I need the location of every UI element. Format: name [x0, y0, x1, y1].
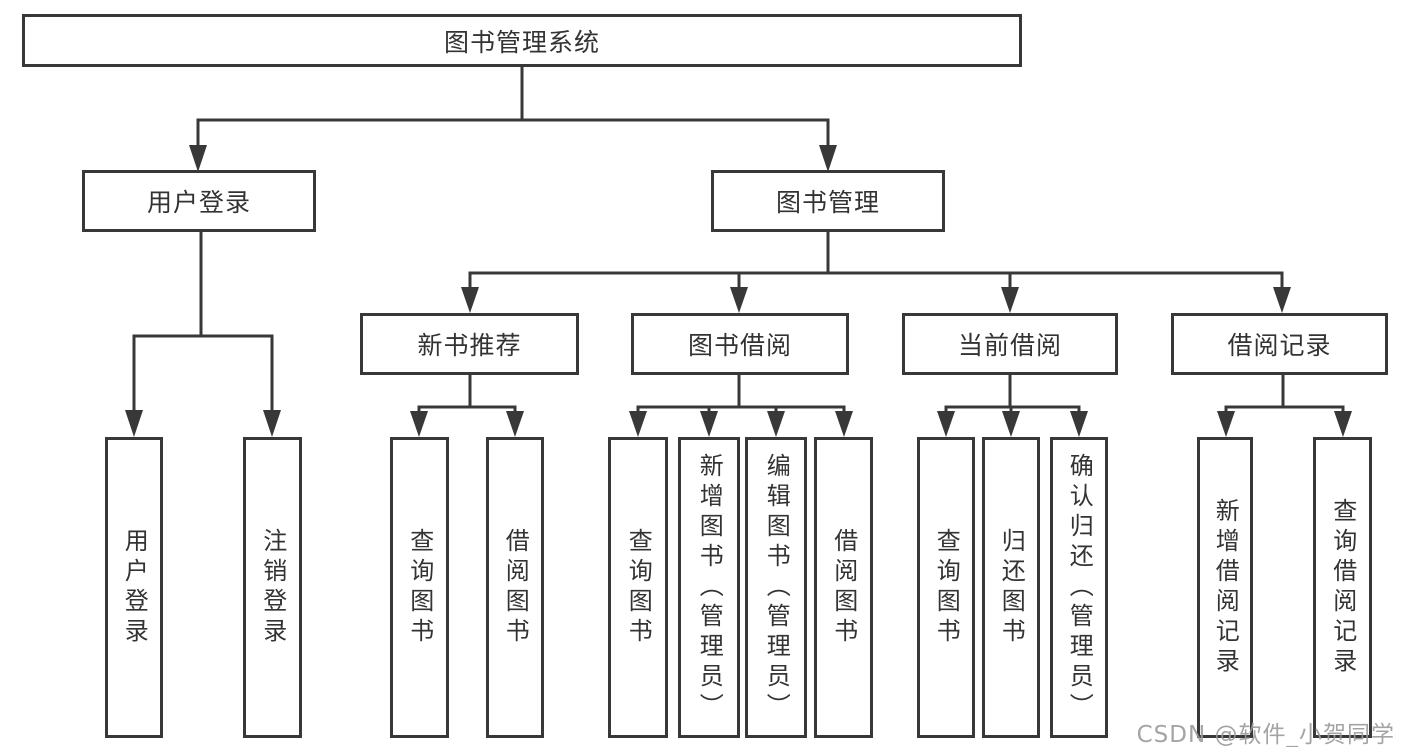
node-label: 查询图书: [405, 527, 434, 648]
node-label: 新增图书（管理员）: [695, 452, 724, 723]
leaf-query-borrow-record: 查询借阅记录: [1313, 437, 1372, 738]
leaf-borrow-query-books: 查询图书: [608, 437, 668, 738]
node-label: 确认归还（管理员）: [1065, 452, 1094, 723]
leaf-borrow-books: 借阅图书: [814, 437, 873, 738]
leaf-add-books-admin: 新增图书（管理员）: [678, 437, 740, 738]
node-label: 查询图书: [624, 527, 653, 648]
node-label: 借阅图书: [829, 527, 858, 648]
node-new-book-recommend: 新书推荐: [360, 313, 579, 375]
node-library-management-system: 图书管理系统: [22, 14, 1022, 67]
node-label: 查询图书: [932, 527, 961, 648]
node-label: 查询借阅记录: [1328, 497, 1357, 678]
node-label: 图书管理: [775, 188, 880, 217]
leaf-return-books: 归还图书: [982, 437, 1040, 738]
node-label: 注销登录: [258, 527, 287, 648]
csdn-watermark: CSDN @软件_小贺同学: [1136, 722, 1395, 747]
node-book-borrow: 图书借阅: [631, 313, 849, 375]
node-label: 当前借阅: [957, 331, 1062, 360]
leaf-add-borrow-record: 新增借阅记录: [1197, 437, 1253, 738]
node-label: 用户登录: [120, 527, 149, 648]
leaf-current-query-books: 查询图书: [917, 437, 975, 738]
node-label: 编辑图书（管理员）: [762, 452, 791, 723]
node-book-management: 图书管理: [711, 170, 945, 232]
leaf-recommend-borrow-books: 借阅图书: [486, 437, 544, 738]
node-user-login: 用户登录: [82, 170, 316, 232]
node-label: 图书管理系统: [443, 27, 600, 57]
node-label: 借阅记录: [1227, 331, 1332, 360]
node-label: 新书推荐: [417, 331, 522, 360]
node-label: 新增借阅记录: [1211, 497, 1240, 678]
node-label: 图书借阅: [687, 331, 792, 360]
leaf-recommend-query-books: 查询图书: [390, 437, 449, 738]
node-label: 用户登录: [146, 188, 251, 217]
leaf-user-login: 用户登录: [105, 437, 163, 738]
leaf-edit-books-admin: 编辑图书（管理员）: [745, 437, 807, 738]
node-label: 归还图书: [997, 527, 1026, 648]
node-current-borrow: 当前借阅: [902, 313, 1118, 375]
node-borrow-records: 借阅记录: [1171, 313, 1388, 375]
leaf-logout: 注销登录: [243, 437, 302, 738]
node-label: 借阅图书: [501, 527, 530, 648]
leaf-confirm-return-admin: 确认归还（管理员）: [1050, 437, 1108, 738]
